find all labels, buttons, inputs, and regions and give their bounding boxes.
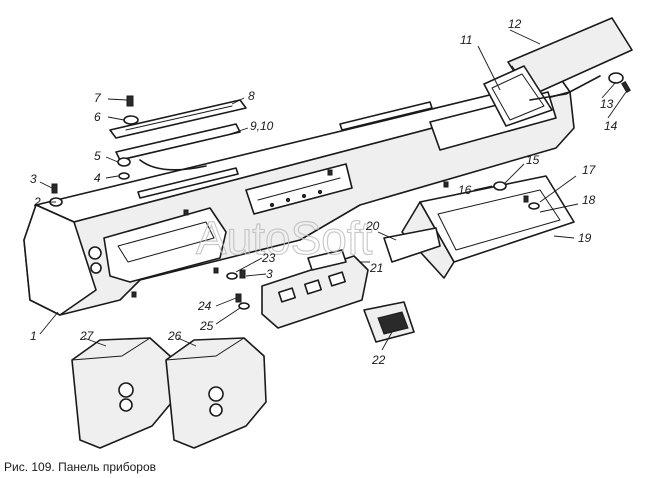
part-15-label: 15 <box>526 153 540 167</box>
part-4-label: 4 <box>94 171 101 185</box>
part-27-label: 27 <box>79 329 95 343</box>
upper-trim-strip <box>109 99 247 139</box>
end-cover-26 <box>165 337 267 449</box>
ashtray-housing <box>261 227 441 329</box>
part-9-10-label: 9,10 <box>250 119 274 133</box>
part-8-label: 8 <box>248 89 255 103</box>
part-11-label: 11 <box>460 33 472 47</box>
ashtray <box>363 301 415 343</box>
part-23-label: 23 <box>261 251 276 265</box>
glovebox-frame <box>483 65 601 127</box>
part-6-label: 6 <box>94 110 101 124</box>
part-16-label: 16 <box>458 183 472 197</box>
part-17-label: 17 <box>582 163 597 177</box>
end-cover-27 <box>71 337 173 449</box>
part-25-label: 25 <box>199 319 214 333</box>
fastener-set-left <box>49 95 139 207</box>
dashboard-panel <box>23 77 575 316</box>
part-14-label: 14 <box>604 119 618 133</box>
part-18-label: 18 <box>582 193 596 207</box>
part-20-label: 20 <box>365 219 380 233</box>
part-3-label-center: 3 <box>266 267 273 281</box>
lower-bracket-strip <box>115 123 241 171</box>
part-7-label: 7 <box>94 91 102 105</box>
part-5-label: 5 <box>94 149 101 163</box>
part-3-label: 3 <box>30 172 37 186</box>
part-2-label: 2 <box>33 195 41 209</box>
watermark-text: AutoSoft <box>196 212 373 264</box>
part-13-label: 13 <box>600 97 614 111</box>
part-22-label: 22 <box>371 353 386 367</box>
fastener-set-center <box>226 269 250 310</box>
part-19-label: 19 <box>578 231 592 245</box>
part-21-label: 21 <box>369 261 383 275</box>
glovebox-tray <box>401 175 575 279</box>
figure-caption: Рис. 109. Панель приборов <box>4 460 156 474</box>
part-12-label: 12 <box>508 17 522 31</box>
part-1-label: 1 <box>30 329 37 343</box>
part-24-label: 24 <box>197 299 212 313</box>
part-26-label: 26 <box>167 329 182 343</box>
leader-lines <box>39 29 627 351</box>
